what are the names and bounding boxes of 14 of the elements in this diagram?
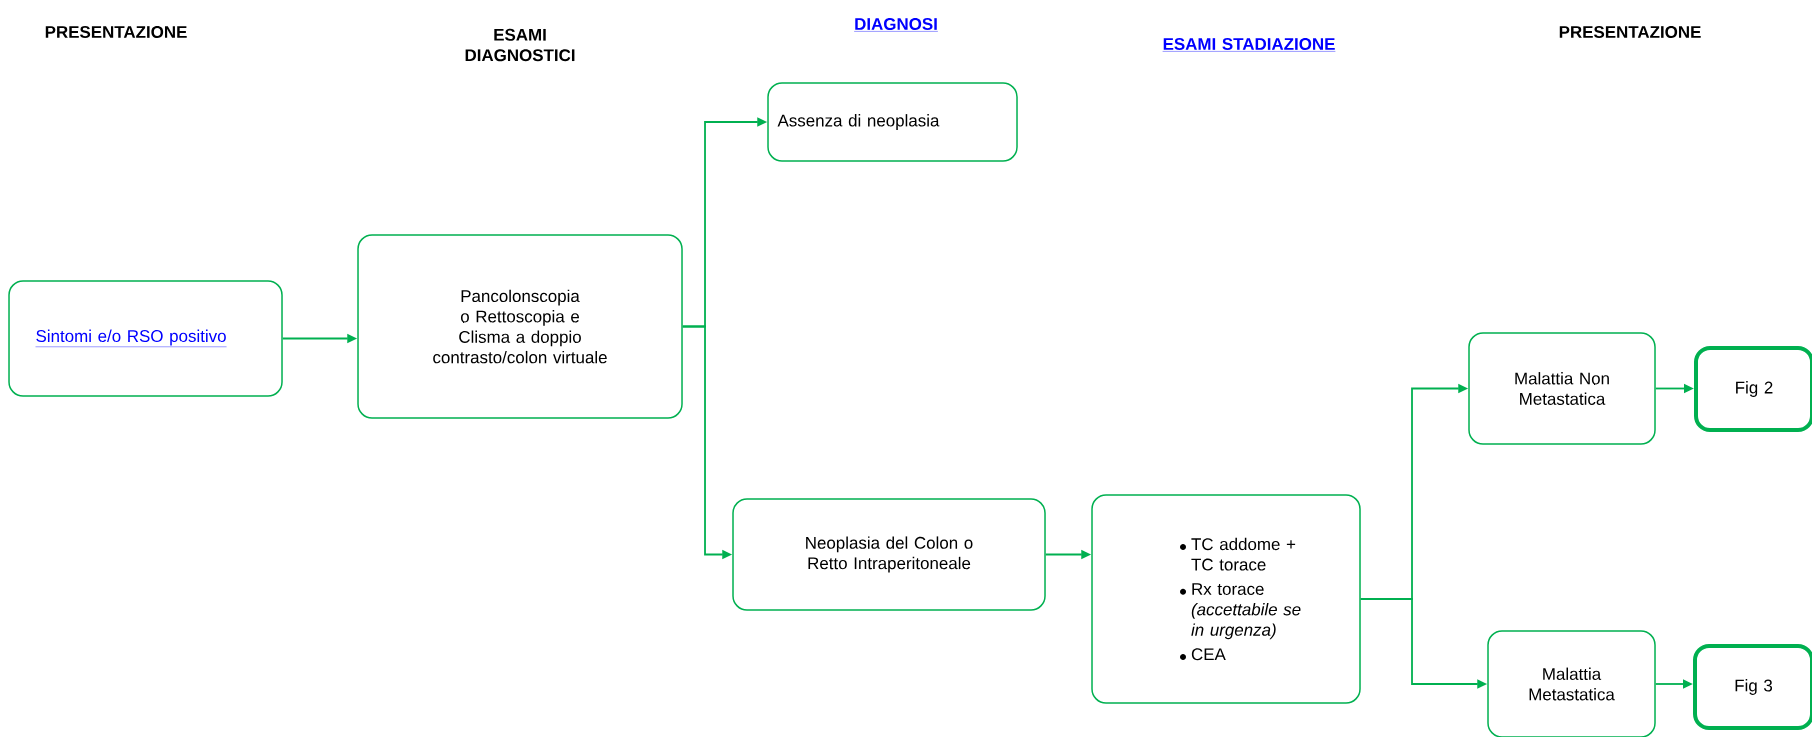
process-box: Sintomi e/o RSO positivo bbox=[8, 280, 283, 397]
process-box: Malattia Non Metastatica bbox=[1468, 332, 1656, 445]
column-header: PRESENTAZIONE bbox=[1559, 26, 1701, 38]
process-box: Pancolonscopia o Rettoscopia e Clisma a doppio contrasto/colon virtuale bbox=[357, 234, 683, 419]
result-box: Fig 2 bbox=[1694, 346, 1812, 432]
column-header: ESAMI DIAGNOSTICI bbox=[465, 28, 575, 62]
column-header: PRESENTAZIONE bbox=[45, 26, 187, 38]
column-header: DIAGNOSI bbox=[853, 18, 939, 32]
process-box: Malattia Metastatica bbox=[1487, 630, 1656, 737]
process-box: Assenza di neoplasia bbox=[767, 82, 1018, 162]
column-header: ESAMI STADIAZIONE bbox=[1162, 38, 1336, 52]
result-box: Fig 3 bbox=[1693, 644, 1812, 730]
process-box: TC addome + TC torace Rx torace (accettabile se in urgenza) CEA bbox=[1091, 494, 1361, 704]
process-box: Neoplasia del Colon o Retto Intraperitoneale bbox=[732, 498, 1046, 611]
